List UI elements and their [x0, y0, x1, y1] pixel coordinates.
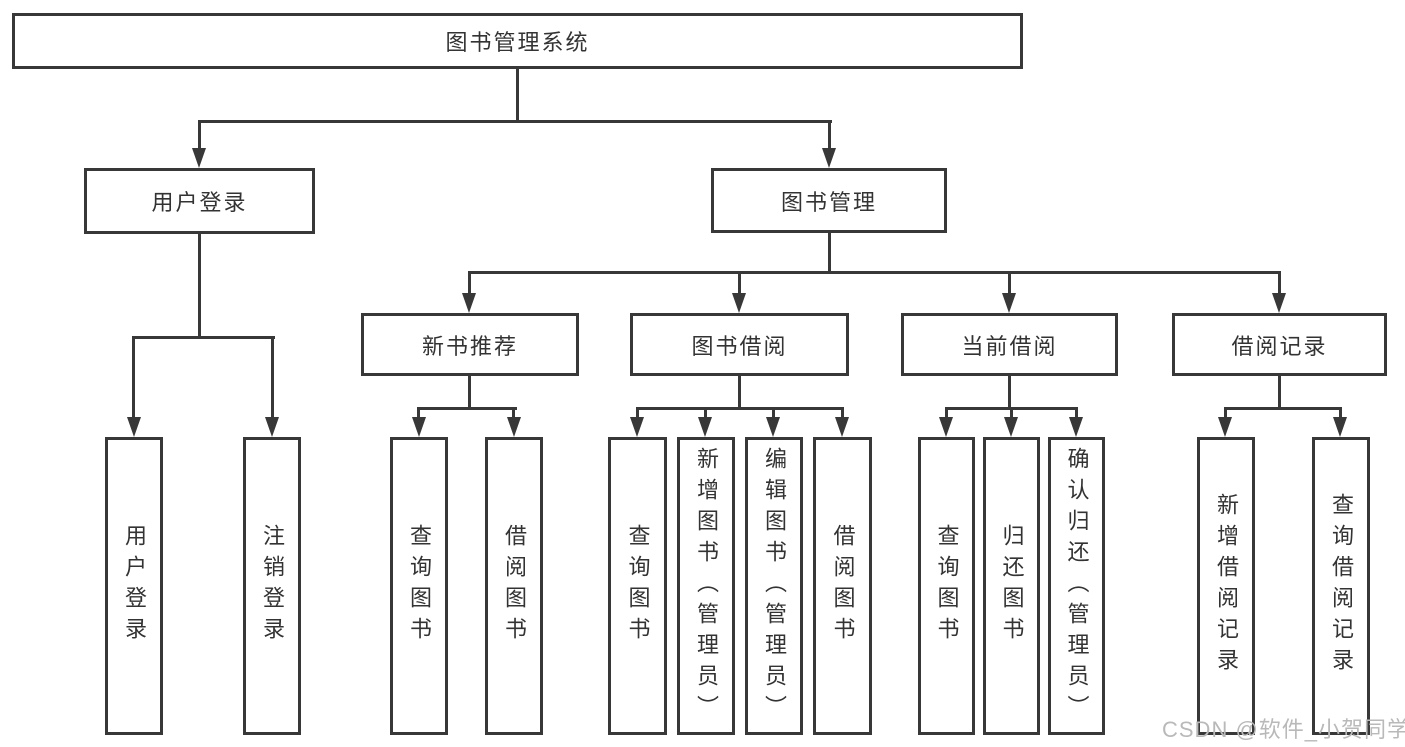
node-borrow-records: 借阅记录 [1172, 313, 1387, 376]
arrow-down-icon [822, 148, 836, 168]
arrow-down-icon [698, 417, 712, 437]
node-book-management-label: 图书管理 [780, 189, 877, 215]
arrow-down-icon [630, 417, 644, 437]
connector-line [417, 407, 517, 410]
arrow-down-icon [1333, 417, 1347, 437]
node-leaf-query-books-recommend: 查询图书 [390, 437, 448, 735]
node-library-system: 图书管理系统 [12, 13, 1023, 69]
connector-line [133, 336, 275, 339]
node-borrow-records-label: 借阅记录 [1231, 333, 1328, 359]
arrow-down-icon [192, 148, 206, 168]
connector-line [198, 120, 201, 152]
connector-line [1339, 407, 1342, 421]
node-leaf-add-borrow-record-label: 新增借阅记录 [1214, 493, 1239, 679]
node-leaf-add-books-admin-label: 新增图书（管理员） [694, 446, 719, 726]
connector-line [738, 271, 741, 297]
arrow-down-icon [265, 417, 279, 437]
connector-line [1224, 407, 1227, 421]
connector-line [1278, 374, 1281, 410]
node-leaf-borrow-books-recommend: 借阅图书 [485, 437, 543, 735]
connector-line [945, 407, 948, 421]
arrow-down-icon [1069, 417, 1083, 437]
node-leaf-query-books-borrow: 查询图书 [608, 437, 667, 735]
connector-line [772, 407, 775, 421]
node-library-system-label: 图书管理系统 [445, 30, 590, 55]
node-leaf-return-books-label: 归还图书 [999, 524, 1025, 648]
node-leaf-query-books-current-label: 查询图书 [934, 524, 960, 648]
node-book-management: 图书管理 [711, 168, 947, 233]
node-leaf-edit-books-admin: 编辑图书（管理员） [745, 437, 803, 735]
connector-line [636, 407, 844, 410]
arrow-down-icon [939, 417, 953, 437]
connector-line [738, 374, 741, 410]
connector-line [828, 231, 831, 273]
node-leaf-borrow-books-label: 借阅图书 [830, 524, 856, 648]
arrow-down-icon [732, 293, 746, 313]
connector-line [512, 407, 515, 421]
node-leaf-user-login-label: 用户登录 [122, 524, 147, 648]
node-user-login: 用户登录 [84, 168, 315, 234]
node-leaf-query-books-recommend-label: 查询图书 [407, 524, 432, 648]
arrow-down-icon [1272, 293, 1286, 313]
node-leaf-user-login: 用户登录 [105, 437, 163, 735]
node-new-book-recommend: 新书推荐 [361, 313, 579, 376]
connector-line [828, 120, 831, 152]
connector-line [841, 407, 844, 421]
node-current-borrow-label: 当前借阅 [961, 333, 1058, 359]
node-leaf-add-books-admin: 新增图书（管理员） [677, 437, 735, 735]
node-book-borrow-label: 图书借阅 [691, 333, 788, 359]
node-leaf-borrow-books-recommend-label: 借阅图书 [502, 524, 527, 648]
arrow-down-icon [127, 417, 141, 437]
connector-line [1010, 407, 1013, 421]
node-new-book-recommend-label: 新书推荐 [421, 333, 518, 359]
connector-line [417, 407, 420, 421]
node-user-login-label: 用户登录 [151, 190, 248, 215]
arrow-down-icon [766, 417, 780, 437]
connector-line [468, 271, 471, 297]
node-leaf-logout-label: 注销登录 [260, 524, 285, 648]
arrow-down-icon [1002, 293, 1016, 313]
connector-line [468, 271, 1281, 274]
arrow-down-icon [835, 417, 849, 437]
connector-line [1008, 374, 1011, 410]
connector-line [704, 407, 707, 421]
arrow-down-icon [1004, 417, 1018, 437]
arrow-down-icon [412, 417, 426, 437]
node-leaf-query-borrow-record: 查询借阅记录 [1312, 437, 1370, 735]
arrow-down-icon [507, 417, 521, 437]
node-leaf-query-books-borrow-label: 查询图书 [625, 524, 651, 648]
node-leaf-borrow-books: 借阅图书 [813, 437, 872, 735]
arrow-down-icon [1218, 417, 1232, 437]
node-leaf-query-borrow-record-label: 查询借阅记录 [1329, 493, 1354, 679]
node-leaf-edit-books-admin-label: 编辑图书（管理员） [762, 446, 787, 726]
node-leaf-add-borrow-record: 新增借阅记录 [1197, 437, 1255, 735]
arrow-down-icon [462, 293, 476, 313]
connector-line [636, 407, 639, 421]
node-book-borrow: 图书借阅 [630, 313, 849, 376]
node-leaf-confirm-return-admin: 确认归还（管理员） [1048, 437, 1105, 735]
connector-line [271, 336, 274, 420]
connector-line [1278, 271, 1281, 297]
connector-line [468, 374, 471, 410]
connector-line [198, 120, 832, 123]
connector-line [516, 66, 519, 123]
node-leaf-query-books-current: 查询图书 [918, 437, 975, 735]
node-leaf-logout: 注销登录 [243, 437, 301, 735]
csdn-watermark: CSDN @软件_小贺同学 [1162, 717, 1405, 742]
connector-line [1224, 407, 1342, 410]
node-leaf-confirm-return-admin-label: 确认归还（管理员） [1064, 446, 1090, 726]
connector-line [1008, 271, 1011, 297]
connector-line [132, 336, 135, 420]
node-current-borrow: 当前借阅 [901, 313, 1118, 376]
connector-line [1075, 407, 1078, 421]
node-leaf-return-books: 归还图书 [983, 437, 1040, 735]
connector-line [198, 232, 201, 338]
